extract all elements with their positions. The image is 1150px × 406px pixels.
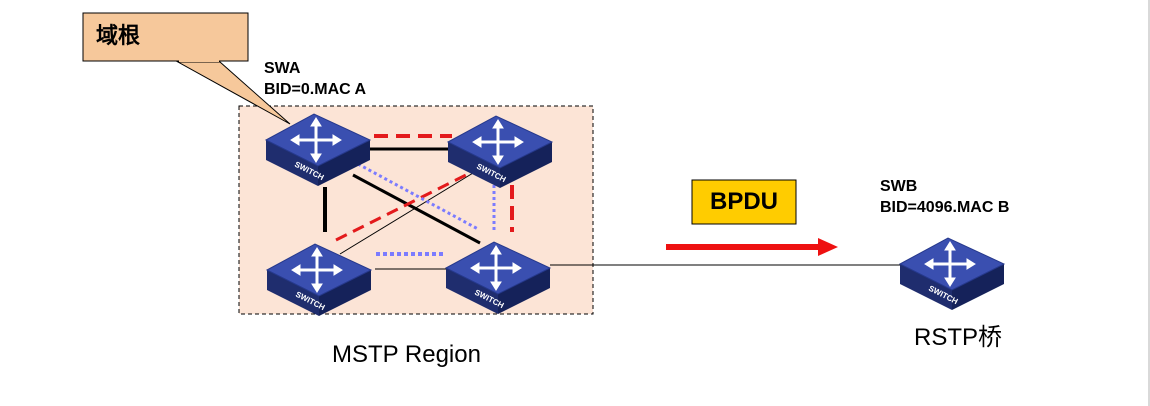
region-label: MSTP Region bbox=[332, 341, 481, 368]
switch-top-right: SWITCH bbox=[446, 114, 554, 190]
link-bl-tr-thin bbox=[339, 169, 479, 255]
bpdu-arrow-head bbox=[818, 238, 838, 256]
swb-name: SWB bbox=[880, 178, 918, 195]
swb-bid: BID=4096.MAC B bbox=[880, 199, 1010, 216]
switch-bottom-left: SWITCH bbox=[265, 242, 373, 318]
swa-name: SWA bbox=[264, 60, 301, 77]
switch-bottom-right: SWITCH bbox=[444, 240, 552, 316]
bpdu-box bbox=[691, 179, 797, 225]
region-links bbox=[323, 134, 514, 270]
switch-swa: SWITCH bbox=[264, 112, 372, 188]
link-bl-tr-dashed bbox=[335, 168, 477, 242]
bpdu-label: BPDU bbox=[709, 188, 778, 215]
link-tl-br-dotted bbox=[357, 162, 479, 231]
link-tl-br-solid bbox=[352, 173, 481, 245]
right-edge-border bbox=[1148, 0, 1150, 406]
rstp-label: RSTP桥 bbox=[914, 324, 1003, 351]
callout-text: 域根 bbox=[96, 23, 141, 48]
swa-bid: BID=0.MAC A bbox=[264, 81, 367, 98]
callout-box bbox=[82, 12, 249, 62]
switch-swb: SWITCH bbox=[898, 236, 1006, 312]
